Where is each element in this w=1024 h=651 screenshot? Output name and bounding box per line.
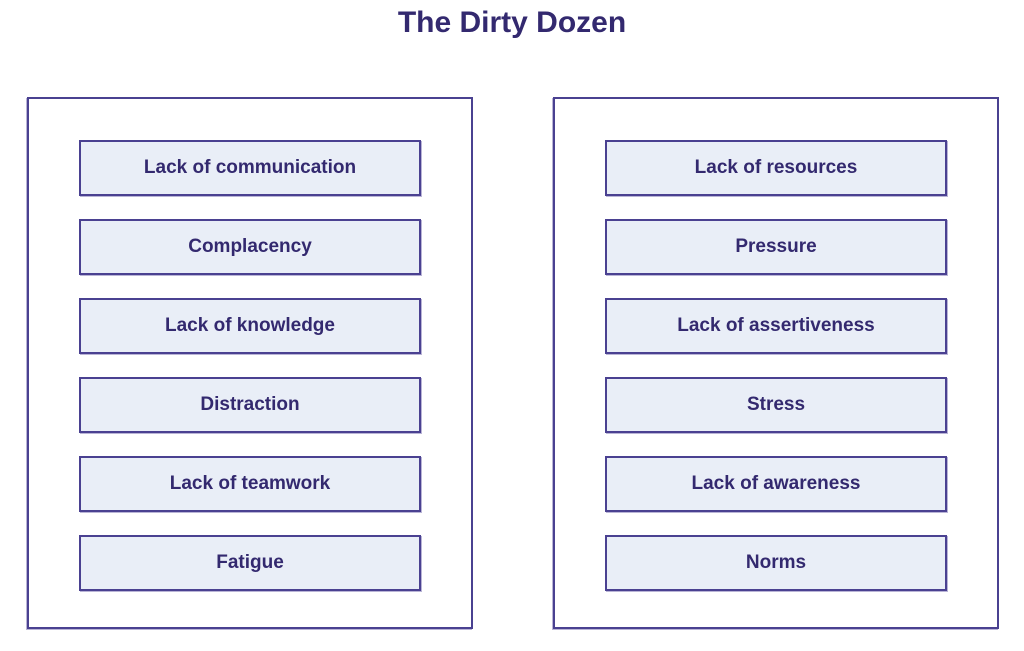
item-label: Lack of teamwork [169, 473, 331, 494]
item-lack-of-knowledge: Lack of knowledge [79, 298, 421, 354]
item-lack-of-awareness: Lack of awareness [605, 456, 947, 512]
item-lack-of-communication: Lack of communication [79, 140, 421, 196]
item-label: Stress [746, 394, 806, 415]
item-label: Lack of awareness [691, 473, 861, 494]
item-label: Pressure [735, 236, 817, 257]
item-lack-of-assertiveness: Lack of assertiveness [605, 298, 947, 354]
page-title: The Dirty Dozen [397, 6, 627, 39]
item-label: Complacency [188, 236, 312, 257]
item-label: Lack of assertiveness [677, 315, 875, 336]
item-lack-of-teamwork: Lack of teamwork [79, 456, 421, 512]
item-distraction: Distraction [79, 377, 421, 433]
item-label: Norms [745, 552, 807, 573]
item-lack-of-resources: Lack of resources [605, 140, 947, 196]
item-label: Lack of communication [143, 157, 357, 178]
right-panel: Lack of resources Pressure Lack of asser… [553, 97, 999, 629]
item-fatigue: Fatigue [79, 535, 421, 591]
item-norms: Norms [605, 535, 947, 591]
item-complacency: Complacency [79, 219, 421, 275]
item-label: Fatigue [216, 552, 284, 573]
item-pressure: Pressure [605, 219, 947, 275]
item-label: Distraction [200, 394, 300, 415]
item-stress: Stress [605, 377, 947, 433]
item-label: Lack of knowledge [165, 315, 335, 336]
left-panel: Lack of communication Complacency Lack o… [27, 97, 473, 629]
item-label: Lack of resources [694, 157, 858, 178]
